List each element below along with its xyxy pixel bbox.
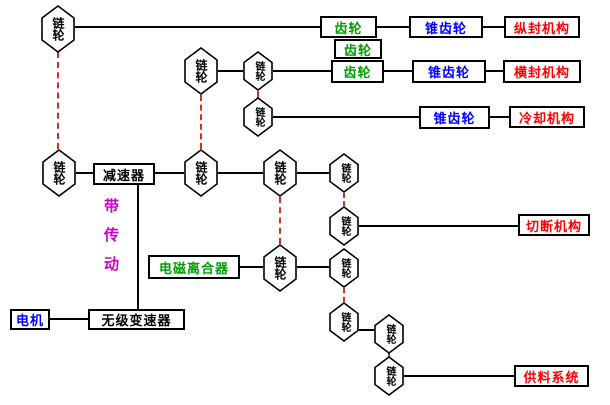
sprocket-label: 链轮 <box>273 256 287 280</box>
shaft-line <box>218 70 243 72</box>
motor-box: 电机 <box>10 309 50 330</box>
sprocket-node: 链轮 <box>243 51 273 91</box>
sprocket-node: 链轮 <box>42 149 76 197</box>
hexagon-shape <box>374 314 404 354</box>
hexagon-shape <box>41 5 75 53</box>
mechanism-box-longitudinal-seal: 纵封机构 <box>504 16 580 38</box>
sprocket-label: 链轮 <box>339 163 350 183</box>
hexagon-shape <box>243 51 273 91</box>
shaft-line <box>359 329 374 331</box>
sprocket-label: 链轮 <box>52 161 66 185</box>
sprocket-label: 链轮 <box>384 324 395 344</box>
shaft-line <box>359 225 518 227</box>
shaft-line <box>50 318 88 320</box>
gear-box: 齿轮 <box>334 39 382 59</box>
sprocket-label: 链轮 <box>51 17 65 41</box>
shaft-line <box>486 70 503 72</box>
shaft-line <box>490 116 509 118</box>
shaft-line <box>384 70 412 72</box>
shaft-line <box>273 70 331 72</box>
shaft-line <box>377 26 409 28</box>
mechanism-box-feeding: 供料系统 <box>514 365 589 387</box>
sprocket-node: 链轮 <box>184 149 218 197</box>
sprocket-node: 链轮 <box>329 206 359 246</box>
mechanism-box-cooling: 冷却机构 <box>509 106 585 128</box>
chain-dashed-line <box>257 91 259 99</box>
sprocket-node: 链轮 <box>329 248 359 288</box>
sprocket-label: 链轮 <box>339 312 350 332</box>
sprocket-node: 链轮 <box>329 302 359 342</box>
shaft-line <box>155 172 184 174</box>
sprocket-label: 链轮 <box>253 61 264 81</box>
gear-box: 齿轮 <box>320 16 377 38</box>
shaft-line <box>297 172 329 174</box>
sprocket-node: 链轮 <box>184 47 218 95</box>
hexagon-shape <box>329 248 359 288</box>
hexagon-shape <box>329 153 359 193</box>
bevel-gear-box: 锥齿轮 <box>412 60 486 83</box>
sprocket-label: 链轮 <box>339 216 350 236</box>
clutch-box: 电磁离合器 <box>148 255 240 279</box>
bevel-gear-box: 锥齿轮 <box>409 16 483 38</box>
chain-dashed-line <box>200 95 202 149</box>
sprocket-label: 链轮 <box>194 161 208 185</box>
belt-drive-line <box>137 185 139 309</box>
chain-dashed-line <box>57 52 59 149</box>
sprocket-label: 链轮 <box>253 107 264 127</box>
belt-drive-label: 带传动 <box>102 198 120 285</box>
shaft-line <box>75 26 320 28</box>
mechanism-box-cutting: 切断机构 <box>518 214 590 236</box>
sprocket-node: 链轮 <box>374 356 404 396</box>
cvt-box: 无级变速器 <box>88 309 185 330</box>
sprocket-node: 链轮 <box>263 244 297 292</box>
chain-dashed-line <box>279 197 281 244</box>
hexagon-shape <box>263 244 297 292</box>
sprocket-node: 链轮 <box>243 97 273 137</box>
sprocket-node: 链轮 <box>329 153 359 193</box>
shaft-line <box>483 26 504 28</box>
bevel-gear-box: 锥齿轮 <box>419 106 490 129</box>
chain-dashed-line <box>343 288 345 302</box>
hexagon-shape <box>329 302 359 342</box>
sprocket-node: 链轮 <box>41 5 75 53</box>
shaft-line <box>404 375 514 377</box>
hexagon-shape <box>42 149 76 197</box>
sprocket-label: 链轮 <box>384 366 395 386</box>
hexagon-shape <box>184 47 218 95</box>
shaft-line <box>240 266 263 268</box>
sprocket-label: 链轮 <box>339 258 350 278</box>
sprocket-node: 链轮 <box>263 149 297 197</box>
sprocket-label: 链轮 <box>194 59 208 83</box>
shaft-line <box>218 172 263 174</box>
mechanism-box-cross-seal: 横封机构 <box>503 60 581 83</box>
reducer-box: 减速器 <box>93 163 155 185</box>
chain-dashed-line <box>388 353 390 358</box>
sprocket-node: 链轮 <box>374 314 404 354</box>
shaft-line <box>297 266 329 268</box>
shaft-line <box>76 172 93 174</box>
hexagon-shape <box>263 149 297 197</box>
sprocket-label: 链轮 <box>273 161 287 185</box>
hexagon-shape <box>374 356 404 396</box>
hexagon-shape <box>329 206 359 246</box>
gear-box: 齿轮 <box>331 60 384 83</box>
chain-dashed-line <box>343 193 345 206</box>
hexagon-shape <box>184 149 218 197</box>
shaft-line <box>273 116 419 118</box>
hexagon-shape <box>243 97 273 137</box>
